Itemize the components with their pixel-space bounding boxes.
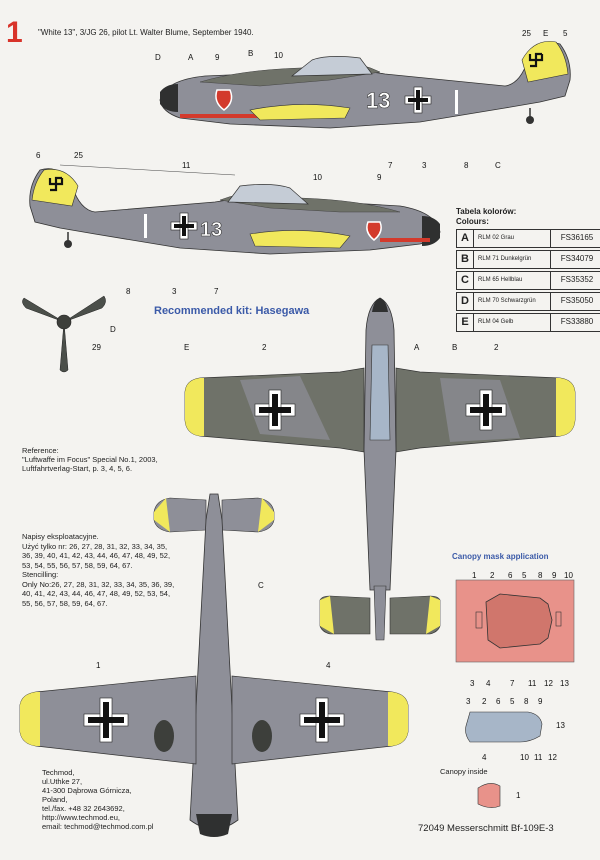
callout: 1 [96, 661, 101, 670]
reference-note: Reference: "Luftwaffe im Focus" Special … [22, 446, 158, 473]
callout: 11 [534, 753, 543, 762]
callout: 6 [36, 151, 41, 160]
color-table-title-en: Colours: [456, 217, 489, 226]
canopy-mask-diagram [455, 579, 575, 808]
callout: 3 [466, 697, 471, 706]
callout: 25 [522, 29, 531, 38]
callout: 10 [313, 173, 322, 182]
plate-header: "White 13", 3/JG 26, pilot Lt. Walter Bl… [38, 28, 254, 37]
callout: C [495, 161, 501, 170]
callout: 4 [482, 753, 487, 762]
callout: 4 [326, 661, 331, 670]
callout: 11 [182, 161, 191, 170]
callout: 13 [560, 679, 569, 688]
recommended-kit: Recommended kit: Hasegawa [154, 305, 310, 317]
stencilling-note: Napisy eksploatacyjne. Użyć tylko nr: 26… [22, 532, 175, 608]
callout: 13 [556, 721, 565, 730]
callout: 3 [470, 679, 475, 688]
callout: 9 [377, 173, 382, 182]
callout: 3 [172, 287, 177, 296]
callout: 5 [510, 697, 515, 706]
callout: 12 [548, 753, 557, 762]
callout: 1 [516, 791, 521, 800]
color-table-title-pl: Tabela kolorów: [456, 207, 517, 216]
product-footer: 72049 Messerschmitt Bf-109E-3 [418, 823, 554, 834]
callout: 10 [564, 571, 573, 580]
canopy-inside-label: Canopy inside [440, 767, 488, 776]
callout: 11 [528, 679, 537, 688]
callout: B [452, 343, 457, 352]
callout: 6 [508, 571, 513, 580]
callout: 7 [388, 161, 393, 170]
callout: 29 [92, 343, 101, 352]
callout: A [188, 53, 194, 62]
callout: D [155, 53, 161, 62]
fuselage-code-1: 13 [366, 88, 390, 113]
address-block: Techmod, ul.Uthke 27, 41-300 Dąbrowa Gór… [42, 768, 154, 831]
callout-labels: D A 9 B 10 25 E 5 11 7 3 8 C 6 25 10 9 8… [36, 29, 573, 800]
callout: A [414, 343, 420, 352]
callout: 25 [74, 151, 83, 160]
callout: B [248, 49, 253, 58]
callout: 3 [422, 161, 427, 170]
callout: E [184, 343, 189, 352]
callout: 10 [520, 753, 529, 762]
callout: 5 [522, 571, 527, 580]
callout: 4 [486, 679, 491, 688]
plate-number: 1 [6, 16, 23, 49]
callout: 2 [490, 571, 495, 580]
callout: C [258, 581, 264, 590]
callout: 8 [538, 571, 543, 580]
fuselage-code-2: 13 [200, 219, 222, 241]
side-view-right: 13 [29, 164, 441, 255]
callout: 2 [482, 697, 487, 706]
callout: D [110, 325, 116, 334]
callout: 9 [552, 571, 557, 580]
callout: 1 [472, 571, 477, 580]
callout: 2 [494, 343, 499, 352]
callout: 6 [496, 697, 501, 706]
callout: 10 [274, 51, 283, 60]
callout: 8 [524, 697, 529, 706]
callout: E [543, 29, 548, 38]
top-view [184, 297, 576, 641]
side-view-left: 13 [159, 41, 571, 129]
callout: 8 [126, 287, 131, 296]
propeller [22, 295, 106, 373]
canopy-mask-title: Canopy mask application [452, 552, 549, 561]
callout: 9 [215, 53, 220, 62]
callout: 9 [538, 697, 543, 706]
callout: 8 [464, 161, 469, 170]
bottom-view [19, 493, 409, 837]
callout: 7 [214, 287, 219, 296]
callout: 12 [544, 679, 553, 688]
callout: 7 [510, 679, 515, 688]
callout: 2 [262, 343, 267, 352]
callout: 5 [563, 29, 568, 38]
